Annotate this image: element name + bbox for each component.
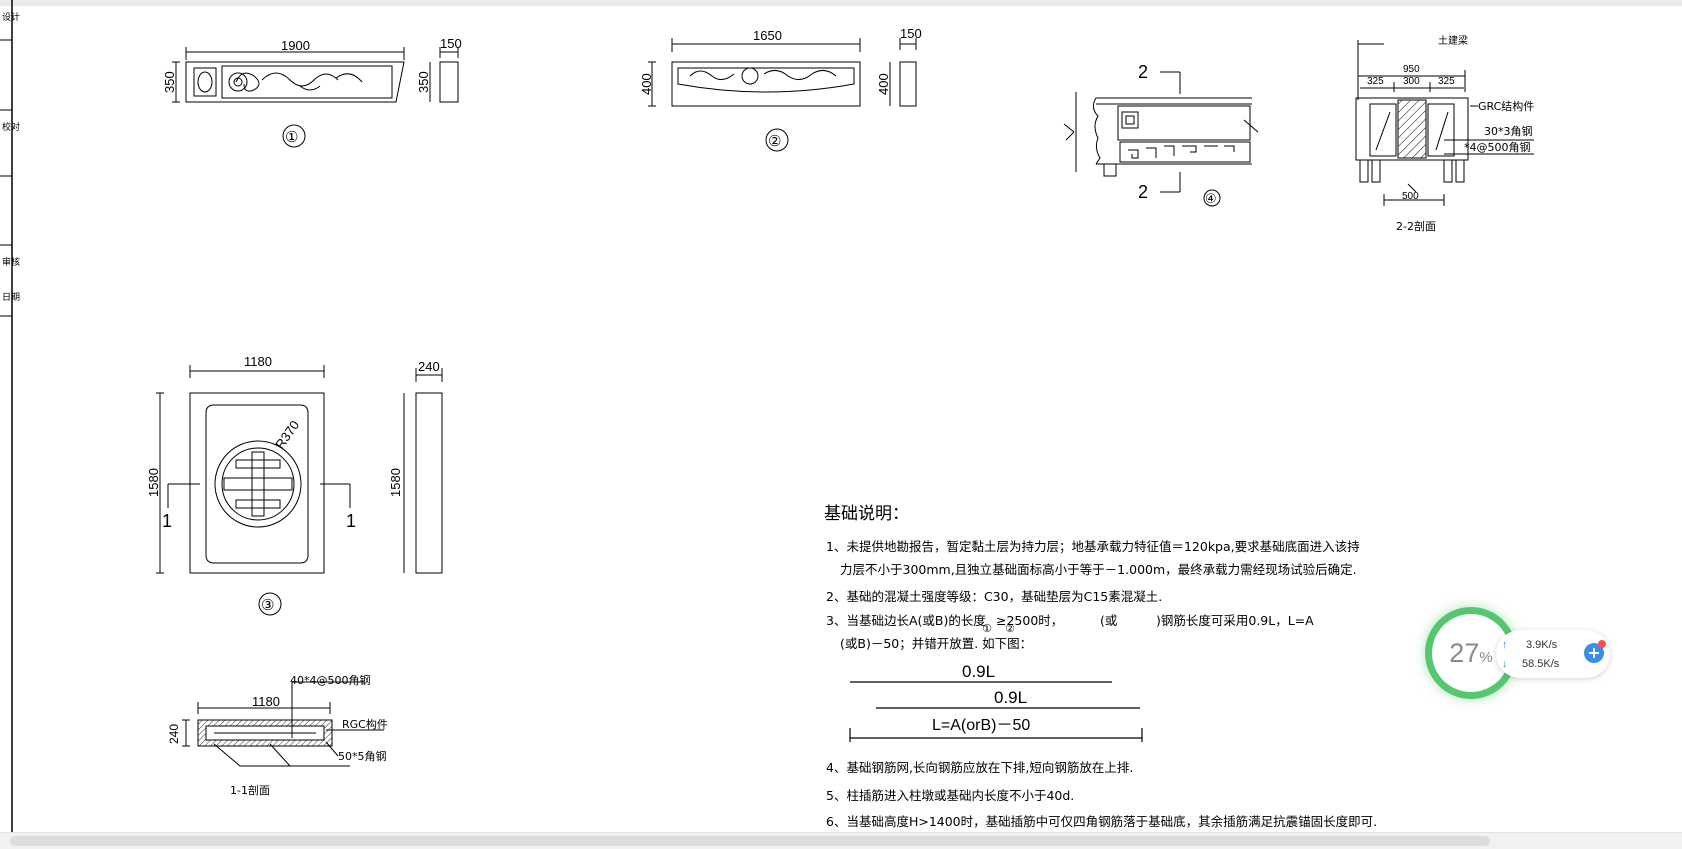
note-line: 5、柱插筋进入柱墩或基础内长度不小于40d. (826, 788, 1074, 803)
cut-label: 2 (1138, 182, 1148, 202)
note-line: (或 (1100, 613, 1118, 628)
cut-label: 1 (346, 511, 356, 531)
strip-label: 审核 (2, 256, 20, 268)
diagram-label: L=A(orB)－50 (932, 717, 1030, 734)
note-line: 6、当基础高度H>1400时，基础插筋中可仅四角钢筋落于基础底，其余插筋满足抗震… (826, 814, 1377, 829)
usage-percent: 27% (1432, 638, 1510, 669)
dim-label: 350 (162, 71, 177, 93)
detail-3 (156, 365, 443, 616)
download-arrow-icon: ↓ (1502, 658, 1508, 670)
note-line: 1、未提供地勘报告，暂定黏土层为持力层；地基承载力特征值＝120kpa,要求基础… (826, 539, 1360, 554)
speed-panel: ↑ 3.9K/s ↓ 58.5K/s + (1496, 630, 1610, 678)
cut-label: 1 (162, 511, 172, 531)
strip-label: 日期 (2, 292, 20, 303)
foundation-notes: 基础说明： 1、未提供地勘报告，暂定黏土层为持力层；地基承载力特征值＝120kp… (824, 504, 1377, 829)
dim-label: 325 (1367, 76, 1384, 87)
detail-marker: ① (285, 128, 298, 146)
dim-label: 1580 (146, 468, 161, 497)
dim-label: 325 (1438, 76, 1455, 87)
horizontal-scrollbar[interactable] (0, 832, 1682, 849)
scrollbar-thumb[interactable] (10, 836, 1490, 846)
title-block-strip: 设计 校对 审核 日期 (0, 0, 20, 832)
usage-percent-unit: % (1479, 649, 1493, 666)
dim-label: 240 (167, 724, 181, 744)
rebar-marker: ② (1005, 622, 1015, 635)
sec22-label: 30*3角钢 (1484, 125, 1533, 138)
sec22-label: GRC结构件 (1478, 99, 1534, 113)
detail-2 (648, 38, 917, 152)
strip-label: 校对 (2, 121, 20, 133)
detail-1 (172, 47, 459, 148)
strip-label: 设计 (2, 11, 20, 23)
dim-label: 500 (1402, 191, 1419, 202)
dim-label: 300 (1403, 76, 1420, 87)
dim-label: 1580 (388, 468, 403, 497)
sec22-top-label: 土建梁 (1438, 34, 1468, 47)
section-1-1 (182, 681, 384, 767)
upload-speed: 3.9K/s (1526, 639, 1558, 651)
note-line: 4、基础钢筋网,长向钢筋应放在下排,短向钢筋放在上排. (826, 760, 1133, 775)
dim-label: 1900 (281, 38, 310, 53)
dim-label: 350 (416, 71, 431, 93)
cut-label: 2 (1138, 62, 1148, 82)
network-speed-widget[interactable]: 27% ↑ 3.9K/s ↓ 58.5K/s + (1430, 612, 1612, 696)
note-line: (或B)－50；并错开放置. 如下图： (840, 636, 1032, 651)
note-line: ≥2500时， (996, 613, 1063, 628)
upload-arrow-icon: ↑ (1502, 639, 1508, 651)
note-line: 2、基础的混凝土强度等级：C30，基础垫层为C15素混凝土. (826, 589, 1162, 604)
diagram-label: 0.9L (994, 688, 1027, 707)
detail-marker: ② (768, 132, 781, 150)
download-speed: 58.5K/s (1522, 658, 1560, 670)
dim-label: 1180 (252, 694, 280, 709)
dim-label: 400 (876, 73, 891, 95)
notification-dot (1598, 640, 1606, 648)
detail-marker: ④ (1205, 192, 1217, 207)
dim-label: 150 (440, 36, 462, 51)
dim-label: 1650 (753, 28, 782, 43)
section-title: 1-1剖面 (230, 783, 270, 797)
radius-label: R370 (272, 418, 302, 452)
boost-plus-icon[interactable]: + (1584, 643, 1604, 663)
notes-title: 基础说明： (824, 504, 909, 524)
note-line: 力层不小于300mm,且独立基础面标高小于等于－1.000m，最终承载力需经现场… (840, 562, 1357, 577)
sec11-label: RGC构件 (342, 717, 388, 731)
dim-label: 240 (418, 359, 440, 374)
dim-label: 950 (1403, 64, 1420, 75)
upload-row: ↑ 3.9K/s (1502, 639, 1558, 651)
detail-4 (1063, 71, 1259, 207)
note-line: 3、当基础边长A(或B)的长度 (826, 613, 986, 628)
rebar-marker: ① (982, 622, 992, 635)
usage-percent-value: 27 (1449, 638, 1480, 668)
dim-label: 400 (639, 73, 654, 95)
note-line: )钢筋长度可采用0.9L，L=A (1156, 613, 1314, 628)
section-2-2 (1355, 40, 1534, 206)
download-row: ↓ 58.5K/s (1502, 658, 1560, 670)
sec11-label: 50*5角钢 (338, 750, 387, 763)
diagram-label: 0.9L (962, 662, 995, 681)
sec11-label: 40*4@500角钢 (290, 674, 371, 687)
dim-label: 150 (900, 26, 922, 41)
cad-drawing: 设计 校对 审核 日期 1900 150 350 350 ① 1650 150 (0, 0, 1682, 832)
dim-label: 1180 (244, 354, 272, 369)
sec22-label: *4@500角钢 (1464, 141, 1531, 154)
section-title: 2-2剖面 (1396, 219, 1436, 233)
detail-marker: ③ (261, 596, 274, 614)
